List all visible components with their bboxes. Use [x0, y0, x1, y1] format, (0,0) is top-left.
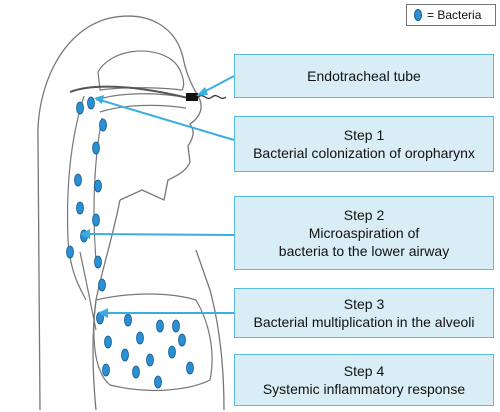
bacterium [121, 348, 129, 362]
box-line: Bacterial multiplication in the alveoli [253, 314, 475, 330]
bacterium [156, 319, 164, 333]
bacterium [102, 363, 110, 377]
endotracheal-tube [69, 85, 227, 101]
arrow-step-1 [94, 95, 235, 141]
bacterium [76, 201, 84, 215]
bacterium [87, 96, 95, 110]
box-line: Endotracheal tube [307, 68, 421, 84]
box-line: Step 1 [343, 127, 385, 143]
box-endotracheal-tube: Endotracheal tube [234, 54, 494, 98]
bacterium [186, 361, 194, 375]
bacterium [98, 278, 106, 292]
bacterium [66, 245, 74, 259]
box-line: Microaspiration of [308, 225, 420, 241]
bacterium [178, 333, 186, 347]
bacterium [172, 319, 180, 333]
arrow-step-2 [80, 229, 235, 239]
box-line: Step 4 [343, 363, 385, 379]
bacteria-legend-icon [414, 9, 422, 21]
bacterium [76, 101, 84, 115]
box-step-3: Step 3 Bacterial multiplication in the a… [234, 288, 494, 338]
box-line: Bacterial colonization of oropharynx [253, 145, 475, 161]
bacterium [124, 313, 132, 327]
legend-label: = Bacteria [427, 8, 482, 22]
box-step-1: Step 1 Bacterial colonization of orophar… [234, 116, 494, 172]
bacterium [154, 375, 162, 389]
bacterium [99, 118, 107, 132]
bacterium [168, 345, 176, 359]
arrow-step-3 [98, 308, 234, 318]
bacterium [94, 255, 102, 269]
bacterium [136, 331, 144, 345]
bacterium [94, 179, 102, 193]
lung-outline [93, 293, 213, 392]
bacteria-group [66, 96, 194, 389]
nasal-cavity [97, 50, 185, 91]
arrows [80, 75, 235, 318]
body-outline [37, 15, 225, 411]
box-line: Step 2 [343, 207, 385, 223]
bacterium [92, 213, 100, 227]
bacterium [132, 365, 140, 379]
bacterium [146, 353, 154, 367]
bacterium [74, 173, 82, 187]
bacterium [92, 141, 100, 155]
box-step-4: Step 4 Systemic inflammatory response [234, 354, 494, 406]
box-line: Step 3 [343, 296, 385, 312]
bacterium [104, 335, 112, 349]
arrow-endotracheal-tube [196, 75, 235, 96]
box-line: Systemic inflammatory response [262, 381, 466, 397]
box-step-2: Step 2 Microaspiration of bacteria to th… [234, 196, 494, 270]
legend: = Bacteria [406, 4, 496, 26]
box-line: bacteria to the lower airway [278, 243, 450, 259]
